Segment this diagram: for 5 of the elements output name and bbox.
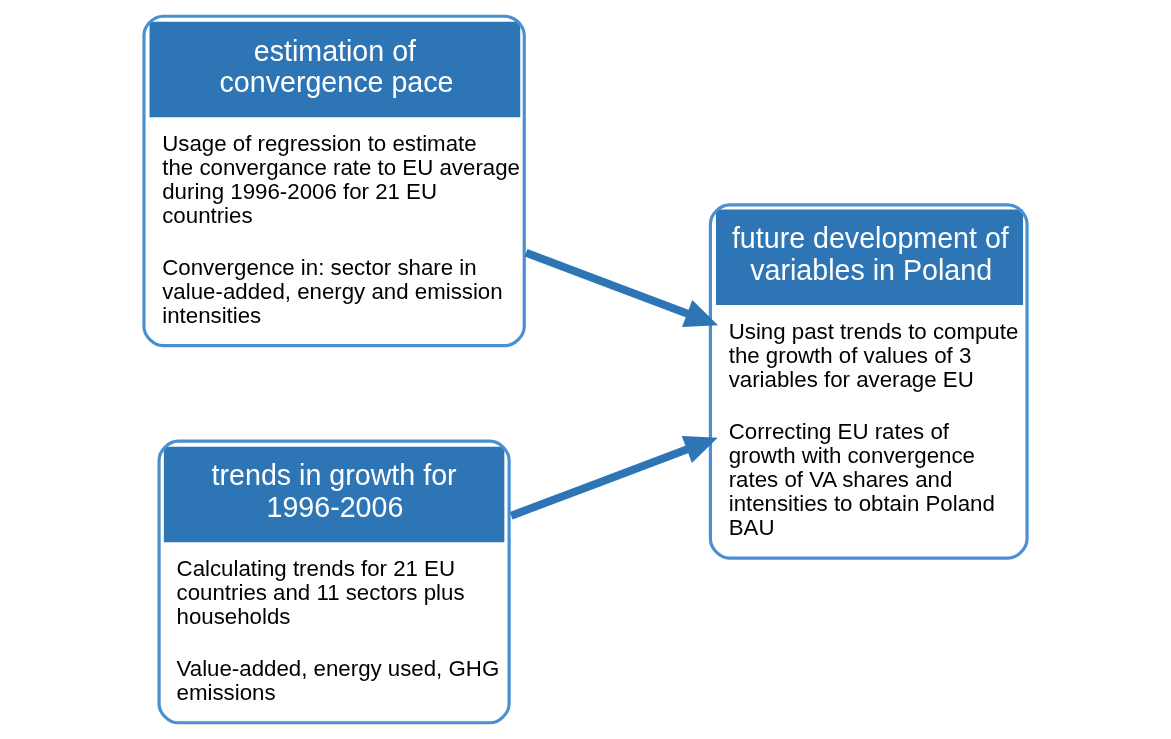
arrow bbox=[524, 249, 719, 328]
arrow bbox=[509, 435, 718, 520]
node-box: trends in growth for 1996-2006 Calculating trends for 21 EU countries and 11 sectors plus households Value-added, energy used, GHG emissions bbox=[157, 439, 511, 725]
node-box: estimation of convergence pace Usage of regression to estimate the convergance rate to EU average during 1996-2006 for 21 EU countries Convergence in: sector share in value-added, energy and emission intensities bbox=[142, 14, 526, 348]
node-box: future development of variables in Poland Using past trends to compute the growth of values of 3 variables for average EU Correcting EU rates of growth with convergence rates of VA shares and intensities to obtain Poland BAU bbox=[708, 203, 1029, 560]
